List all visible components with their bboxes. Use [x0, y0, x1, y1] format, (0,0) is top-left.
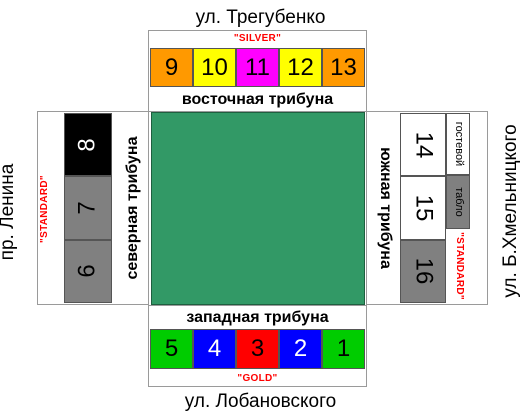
west-sector-row: 5 4 3 2 1: [150, 329, 365, 369]
north-sector-col: 8 7 6: [64, 113, 112, 303]
tier-label-left: "STANDARD": [39, 175, 50, 243]
sector-13[interactable]: 13: [322, 48, 365, 87]
sector-16-label: 16: [409, 257, 437, 285]
tier-label-bottom: "GOLD": [237, 373, 278, 384]
street-bottom: ул. Лобановского: [184, 391, 337, 412]
stand-west: западная трибуна: [186, 309, 329, 326]
tier-label-right: "STANDARD": [454, 232, 465, 300]
street-right: ул. Б.Хмельницкого: [500, 124, 521, 298]
sector-14-label: 14: [409, 131, 437, 159]
sector-16[interactable]: 16: [400, 239, 446, 303]
sector-1[interactable]: 1: [322, 329, 365, 369]
sector-2[interactable]: 2: [279, 329, 322, 369]
scoreboard-label: табло: [453, 187, 465, 217]
sector-7[interactable]: 7: [64, 176, 112, 240]
guest-label: гостевой: [453, 121, 465, 167]
sector-7-label: 7: [73, 201, 101, 215]
sector-8-label: 8: [73, 137, 101, 152]
sector-15[interactable]: 15: [400, 176, 446, 240]
sector-5[interactable]: 5: [150, 329, 193, 369]
guest-box: [446, 113, 470, 175]
stand-east: восточная трибуна: [181, 91, 334, 108]
sector-10[interactable]: 10: [193, 48, 236, 87]
stand-north: северная трибуна: [124, 136, 141, 280]
sector-12[interactable]: 12: [279, 48, 322, 87]
east-sector-row: 9 10 11 12 13: [150, 48, 365, 87]
street-top: ул. Трегубенко: [195, 7, 326, 28]
sector-6[interactable]: 6: [64, 239, 112, 303]
sector-6-label: 6: [73, 264, 101, 278]
sector-11[interactable]: 11: [236, 48, 279, 87]
sector-4[interactable]: 4: [193, 329, 236, 369]
sector-9[interactable]: 9: [150, 48, 193, 87]
stand-south: южная трибуна: [377, 147, 394, 269]
street-left: пр. Ленина: [0, 163, 18, 261]
tier-label-top: "SILVER": [233, 33, 282, 44]
sector-14[interactable]: 14: [400, 113, 446, 177]
scoreboard-box[interactable]: [446, 175, 470, 229]
sector-3[interactable]: 3: [236, 329, 279, 369]
sector-8[interactable]: 8: [64, 113, 112, 177]
sector-15-label: 15: [409, 194, 437, 222]
football-pitch: [151, 112, 365, 305]
south-sector-col: 14 15 16: [400, 113, 446, 303]
